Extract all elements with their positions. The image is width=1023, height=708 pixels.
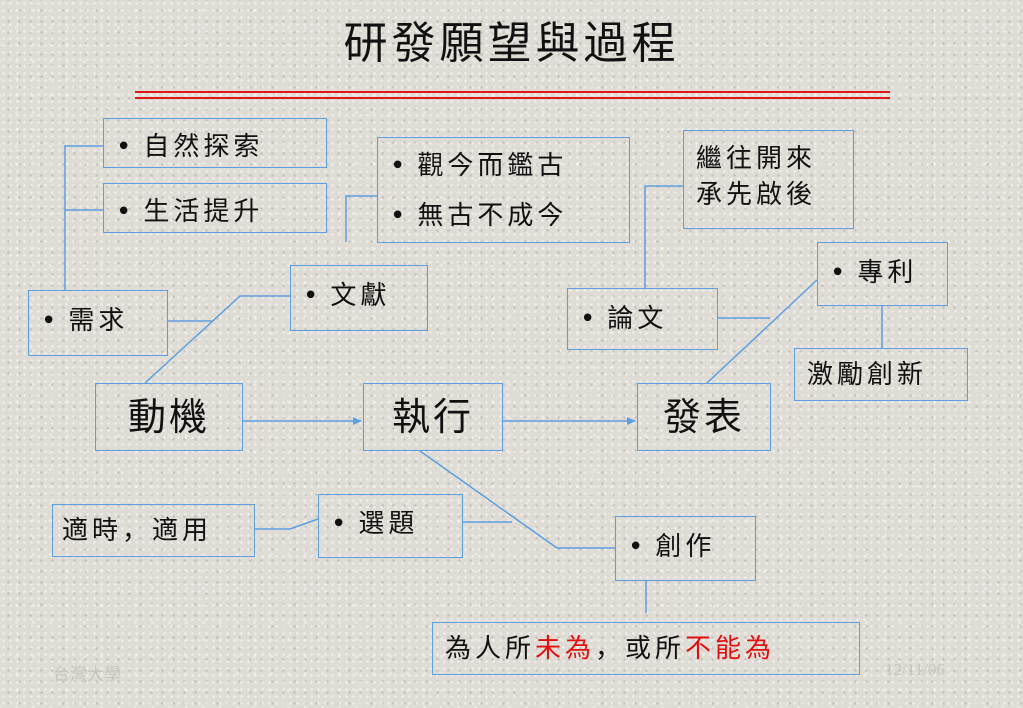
box-natural-exploration: 自然探索 (103, 118, 327, 168)
history-line-1: 觀今而鑑古 (390, 148, 629, 184)
box-publish: 發表 (637, 383, 771, 451)
bracket-need (64, 145, 103, 290)
box-creation: 創作 (615, 516, 756, 581)
box-literature: 文獻 (290, 265, 428, 331)
box-paper: 論文 (567, 288, 718, 350)
page-title: 研發願望與過程 (343, 18, 680, 69)
box-execute: 執行 (363, 383, 503, 451)
box-continuity: 繼往開來 承先啟後 (683, 130, 854, 229)
line-literature-motive (144, 295, 290, 384)
line-topic-left (255, 518, 319, 530)
line-patent-publish (706, 279, 818, 384)
history-line-2: 無古不成今 (390, 198, 629, 234)
phrase-part-4-emphasis: 不能為 (685, 634, 776, 664)
box-motive: 動機 (95, 383, 243, 451)
title-rule-bottom (135, 97, 890, 99)
box-bottom-phrase: 為人所未為，或所不能為 (432, 622, 860, 675)
line-execute-create (419, 450, 615, 549)
continuity-line-2: 承先啟後 (696, 180, 817, 210)
title-rule-top (135, 91, 890, 93)
box-topic-selection: 選題 (318, 494, 463, 558)
box-patent: 專利 (817, 242, 948, 306)
box-encourage-innovation: 激勵創新 (794, 348, 968, 401)
phrase-part-1: 為人所 (445, 634, 536, 664)
line-paper (644, 185, 683, 288)
phrase-part-3: ，或所 (595, 634, 686, 664)
footer-date: 12/11/06 (885, 660, 945, 679)
line-literature (345, 195, 377, 242)
continuity-line-1: 繼往開來 (696, 144, 817, 174)
box-history: 觀今而鑑古 無古不成今 (377, 137, 630, 243)
box-need: 需求 (28, 290, 168, 356)
phrase-part-2-emphasis: 未為 (535, 634, 596, 664)
box-timely-applicable: 適時，適用 (52, 504, 255, 557)
box-life-improvement: 生活提升 (103, 183, 327, 233)
footer-organization: 台灣大學 (53, 665, 121, 684)
